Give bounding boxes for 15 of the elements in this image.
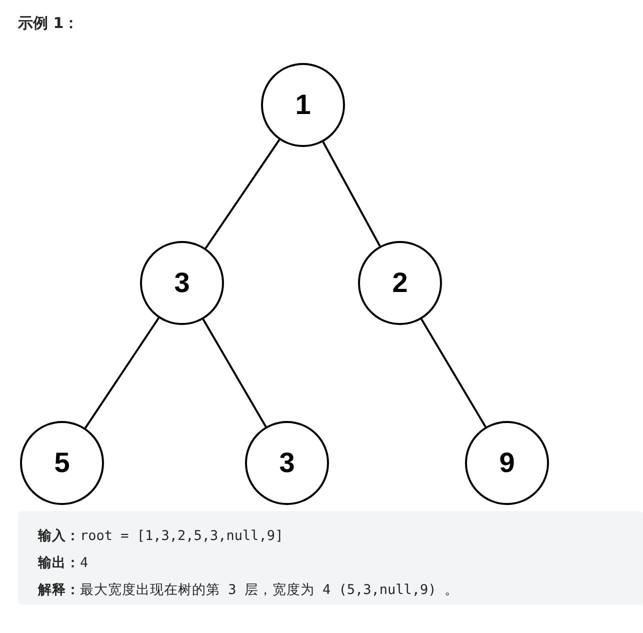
example-text: 输出：4 bbox=[38, 554, 90, 573]
example-heading: 示例 1： bbox=[18, 14, 79, 33]
node-value: 3 bbox=[174, 267, 190, 299]
node-value: 2 bbox=[392, 267, 408, 299]
tree-edge bbox=[84, 317, 160, 429]
tree-edge bbox=[202, 318, 267, 428]
example-text: 输入：root = [1,3,2,5,3,null,9] bbox=[38, 527, 284, 546]
node-value: 3 bbox=[279, 447, 295, 479]
example-text: 解释：最大宽度出现在树的第 3 层，宽度为 4 (5,3,null,9) 。 bbox=[38, 581, 460, 600]
node-value: 9 bbox=[499, 447, 515, 479]
tree-edge bbox=[322, 141, 381, 247]
node-value: 1 bbox=[295, 89, 311, 121]
node-value: 5 bbox=[54, 447, 70, 479]
tree-edge bbox=[420, 318, 486, 428]
tree-edge bbox=[204, 139, 280, 249]
